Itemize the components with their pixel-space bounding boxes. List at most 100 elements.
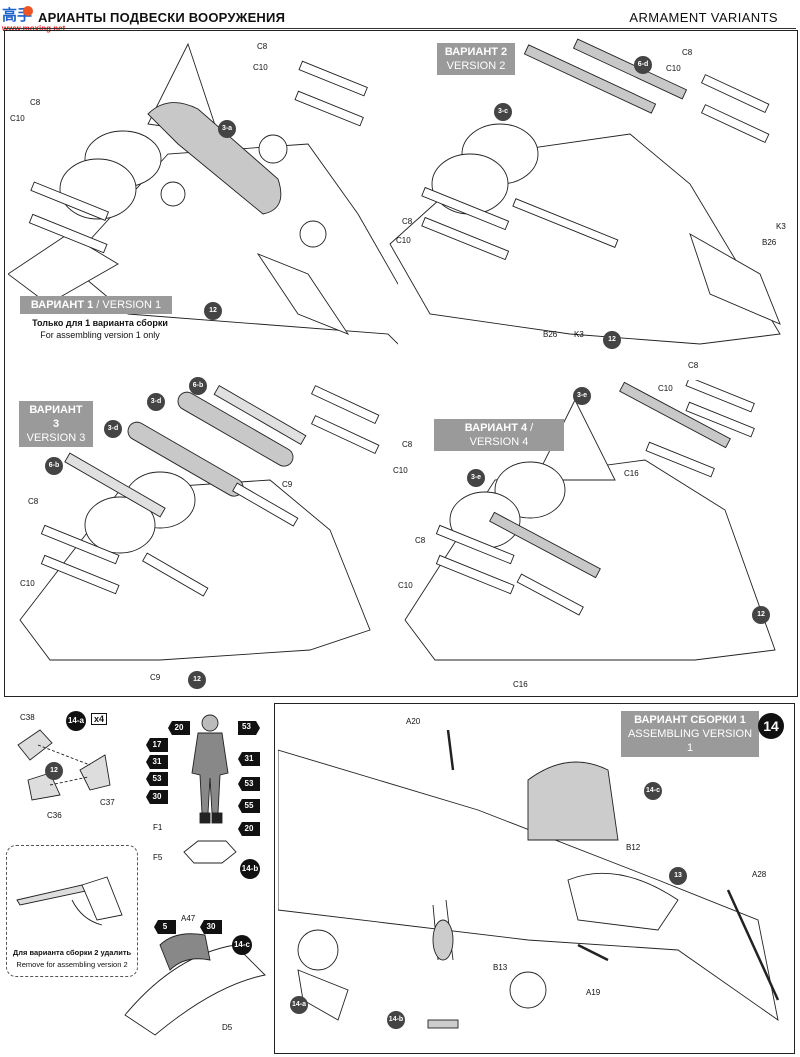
color-ref: 17 — [146, 738, 168, 752]
color-ref: 31 — [146, 755, 168, 769]
step-ref-14c: 14-c — [232, 935, 252, 955]
part-label: F1 — [153, 823, 163, 832]
variant4-title: ВАРИАНТ 4 / VERSION 4 — [434, 419, 564, 451]
part-callout: 3-a — [218, 120, 236, 138]
part-label: K3 — [776, 222, 786, 231]
color-ref: 20 — [168, 721, 190, 735]
step14-title-ru: ВАРИАНТ СБОРКИ 1 — [634, 714, 746, 726]
step-number: 14 — [758, 713, 784, 739]
knife-detail-drawing — [16, 876, 123, 926]
variant1-drawing — [8, 42, 398, 345]
part-callout: 3-d — [147, 393, 165, 411]
part-callout: 12 — [204, 302, 222, 320]
part-label: C9 — [282, 480, 293, 489]
part-callout: 3-e — [467, 469, 485, 487]
canopy-frame-drawing — [124, 933, 266, 1036]
part-label: C8 — [415, 536, 426, 545]
multiplier-badge: x4 — [91, 713, 108, 725]
pilot-base-drawing — [183, 840, 237, 864]
page-title-ru: АРИАНТЫ ПОДВЕСКИ ВООРУЖЕНИЯ — [38, 10, 286, 25]
removal-note-ru: Для варианта сборки 2 удалить — [12, 948, 132, 957]
part-callout: 3-e — [573, 387, 591, 405]
armament-variants-frame — [4, 30, 798, 697]
part-label: K3 — [574, 330, 584, 339]
part-callout: 14-b — [387, 1011, 405, 1029]
part-label: C16 — [624, 469, 639, 478]
color-ref: 53 — [146, 772, 168, 786]
part-label: B26 — [543, 330, 558, 339]
part-callout: 14-c — [644, 782, 662, 800]
variant3-title: ВАРИАНТ 3 VERSION 3 — [19, 401, 93, 447]
header-divider — [4, 28, 796, 29]
part-label: C8 — [688, 361, 699, 370]
part-label: A47 — [181, 914, 196, 923]
part-label: F5 — [153, 853, 163, 862]
part-callout: 12 — [603, 331, 621, 349]
color-ref: 20 — [238, 822, 260, 836]
part-callout: 6-d — [634, 56, 652, 74]
part-callout: 12 — [752, 606, 770, 624]
part-callout: 6-b — [189, 377, 207, 395]
removal-note-en: Remove for assembling version 2 — [16, 960, 128, 969]
part-callout: 6-b — [45, 457, 63, 475]
part-callout: 3-d — [104, 420, 122, 438]
step14-title-en: ASSEMBLING VERSION 1 — [627, 728, 753, 754]
color-ref-label: 53 — [242, 722, 251, 731]
part-label: C36 — [47, 811, 62, 820]
variant1-title: ВАРИАНТ 1 / VERSION 1 — [20, 296, 172, 314]
part-label: C8 — [257, 42, 268, 51]
step14-title: ВАРИАНТ СБОРКИ 1 ASSEMBLING VERSION 1 — [621, 711, 759, 757]
part-label: A20 — [406, 717, 421, 726]
part-callout: 12 — [188, 671, 206, 689]
part-label: C38 — [20, 713, 35, 722]
part-callout: 14-a — [290, 996, 308, 1014]
part-callout: 12 — [45, 762, 63, 780]
step14-frame — [274, 703, 795, 1054]
color-ref: 31 — [238, 752, 260, 766]
variant4-title-en: VERSION 4 — [469, 436, 529, 448]
variant2-title: ВАРИАНТ 2 VERSION 2 — [437, 43, 515, 75]
part-label: C10 — [10, 114, 25, 123]
color-ref: 53 — [238, 777, 260, 791]
variant1-title-ru: ВАРИАНТ 1 — [30, 299, 94, 311]
step-ref-14a: 14-a — [66, 711, 86, 731]
page-title-en: ARMAMENT VARIANTS — [629, 10, 778, 25]
part-label: C10 — [393, 466, 408, 475]
variant4-title-ru: ВАРИАНТ 4 — [464, 422, 528, 434]
part-callout: 3-c — [494, 103, 512, 121]
part-label: C10 — [20, 579, 35, 588]
step14-drawing — [278, 730, 780, 1029]
variant2-title-ru: ВАРИАНТ 2 — [444, 46, 508, 58]
part-label: C8 — [682, 48, 693, 57]
variant1-note-ru: Только для 1 варианта сборки — [32, 318, 168, 328]
variant1-note-en: For assembling version 1 only — [40, 330, 160, 340]
part-label: B26 — [762, 238, 777, 247]
color-ref: 5 — [154, 920, 176, 934]
part-label: A28 — [752, 870, 767, 879]
part-callout: 13 — [669, 867, 687, 885]
variant3-drawing — [19, 385, 380, 661]
part-label: C8 — [28, 497, 39, 506]
color-ref: 30 — [200, 920, 222, 934]
part-label: C10 — [666, 64, 681, 73]
part-label: C16 — [513, 680, 528, 689]
part-label: C10 — [398, 581, 413, 590]
part-label: C10 — [658, 384, 673, 393]
part-label: C37 — [100, 798, 115, 807]
part-label: C8 — [30, 98, 41, 107]
part-label: C10 — [396, 236, 411, 245]
variant2-title-en: VERSION 2 — [446, 60, 506, 72]
step-ref-14b: 14-b — [240, 859, 260, 879]
variant2-drawing — [389, 38, 781, 345]
logo-ball-icon — [23, 6, 33, 16]
part-label: B12 — [626, 843, 641, 852]
variant4-drawing — [404, 380, 776, 661]
wheel-subassembly-drawing — [17, 729, 111, 801]
color-ref: 55 — [238, 799, 260, 813]
part-label: B13 — [493, 963, 508, 972]
color-ref: 30 — [146, 790, 168, 804]
pilot-figure-drawing — [191, 714, 229, 824]
variant1-title-en: VERSION 1 — [102, 299, 162, 311]
part-label: C10 — [253, 63, 268, 72]
part-label: A19 — [586, 988, 601, 997]
